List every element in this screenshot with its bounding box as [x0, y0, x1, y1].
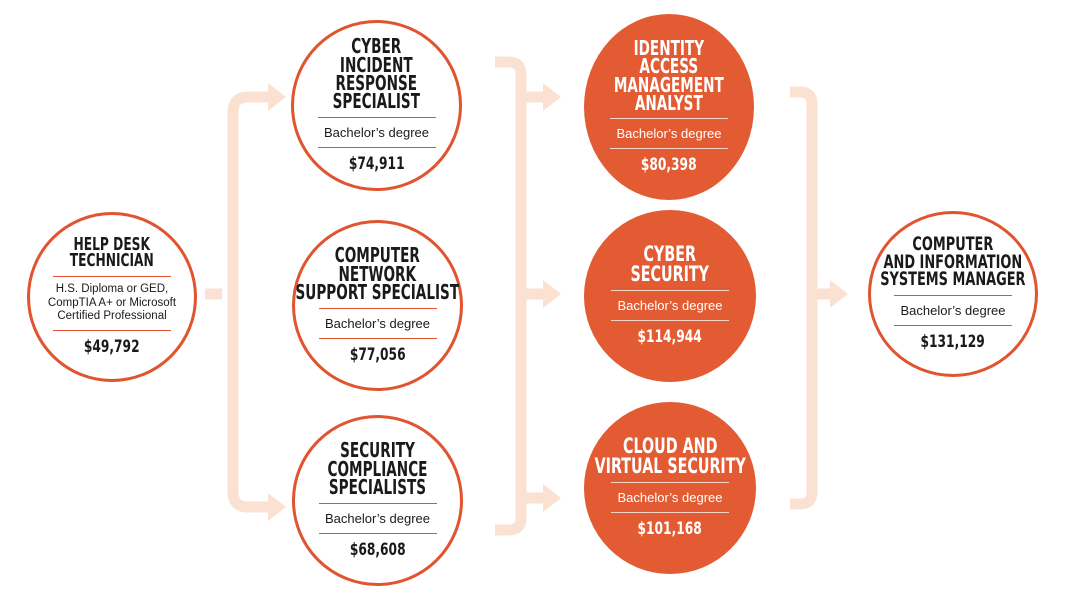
- node-salary: $74,911: [348, 153, 405, 174]
- node-salary: $101,168: [637, 518, 703, 539]
- node-degree: Bachelor’s degree: [324, 315, 431, 331]
- title-line: TECHNICIAN: [69, 250, 154, 272]
- node-salary: $77,056: [349, 344, 406, 365]
- title-line: RESPONSE: [335, 71, 418, 95]
- node-cloud-and-virtual-security: CLOUD AND VIRTUAL SECURITY Bachelor’s de…: [584, 402, 756, 574]
- node-computer-and-information-systems-manager: COMPUTER AND INFORMATION SYSTEMS MANAGER…: [868, 211, 1038, 377]
- divider: [318, 532, 437, 534]
- node-title: IDENTITY ACCESS MANAGEMENT ANALYST: [614, 35, 724, 115]
- divider: [611, 289, 729, 291]
- node-salary: $114,944: [637, 326, 703, 347]
- node-degree: Bachelor’s degree: [617, 297, 723, 313]
- node-title: COMPUTER AND INFORMATION SYSTEMS MANAGER: [880, 233, 1026, 291]
- node-title: CYBER SECURITY: [630, 242, 710, 286]
- divider: [894, 324, 1012, 326]
- divider: [318, 502, 437, 504]
- arrowhead-3: [543, 83, 561, 111]
- bracket-level3-manager: [790, 86, 832, 510]
- title-line: SECURITY: [630, 261, 710, 286]
- divider: [53, 330, 171, 332]
- node-computer-network-support-specialist: COMPUTER NETWORK SUPPORT SPECIALIST Bach…: [292, 220, 463, 391]
- node-degree: H.S. Diploma or GED, CompTIA A+ or Micro…: [47, 282, 177, 323]
- divider: [611, 319, 729, 321]
- title-line: COMPUTER: [912, 233, 994, 256]
- divider: [318, 307, 437, 309]
- title-line: CYBER: [643, 242, 697, 267]
- node-title: CYBER INCIDENT RESPONSE SPECIALIST: [332, 34, 421, 114]
- node-degree: Bachelor’s degree: [616, 126, 722, 142]
- node-degree: Bachelor’s degree: [900, 302, 1006, 318]
- divider: [894, 294, 1012, 296]
- title-line: ANALYST: [635, 90, 703, 115]
- divider: [53, 275, 171, 277]
- title-line: SPECIALISTS: [328, 475, 427, 500]
- title-line: VIRTUAL SECURITY: [594, 453, 746, 478]
- node-degree: Bachelor’s degree: [617, 489, 723, 505]
- arrowhead-6: [830, 280, 848, 308]
- title-line: SECURITY: [340, 438, 415, 463]
- node-salary: $80,398: [641, 155, 697, 176]
- title-line: CLOUD AND: [622, 434, 718, 459]
- title-line: MANAGEMENT: [614, 72, 724, 97]
- node-salary: $131,129: [920, 331, 986, 352]
- title-line: SPECIALIST: [332, 89, 421, 114]
- title-line: COMPLIANCE: [327, 456, 428, 481]
- node-security-compliance-specialists: SECURITY COMPLIANCE SPECIALISTS Bachelor…: [292, 415, 463, 586]
- node-cyber-security: CYBER SECURITY Bachelor’s degree $114,94…: [584, 210, 756, 382]
- title-line: HELP DESK: [73, 233, 151, 255]
- divider: [610, 118, 728, 120]
- node-help-desk-technician: HELP DESK TECHNICIAN H.S. Diploma or GED…: [27, 212, 197, 382]
- title-line: ACCESS: [639, 54, 699, 79]
- title-line: IDENTITY: [633, 35, 705, 60]
- divider: [610, 148, 728, 150]
- node-identity-access-management-analyst: IDENTITY ACCESS MANAGEMENT ANALYST Bache…: [584, 14, 754, 200]
- node-title: HELP DESK TECHNICIAN: [69, 233, 154, 272]
- divider: [611, 481, 729, 483]
- node-title: SECURITY COMPLIANCE SPECIALISTS: [327, 438, 428, 500]
- node-salary: $49,792: [84, 337, 140, 358]
- arrowhead-1: [268, 83, 286, 111]
- node-degree: Bachelor’s degree: [324, 510, 431, 526]
- title-line: INCIDENT: [340, 52, 413, 77]
- arrowhead-2: [268, 493, 286, 521]
- bracket-level2-level3: [495, 56, 545, 536]
- divider: [318, 337, 437, 339]
- title-line: COMPUTER: [334, 243, 421, 268]
- title-line: AND INFORMATION: [883, 250, 1023, 273]
- node-title: COMPUTER NETWORK SUPPORT SPECIALIST: [295, 243, 460, 305]
- divider: [317, 146, 436, 148]
- title-line: CYBER: [351, 34, 402, 59]
- title-line: SYSTEMS MANAGER: [880, 268, 1026, 291]
- bracket-help-desk: [205, 91, 270, 513]
- node-cyber-incident-response-specialist: CYBER INCIDENT RESPONSE SPECIALIST Bache…: [291, 20, 462, 191]
- title-line: SUPPORT SPECIALIST: [295, 280, 460, 305]
- node-salary: $68,608: [349, 539, 406, 560]
- arrowhead-5: [543, 484, 561, 512]
- node-degree: Bachelor’s degree: [323, 124, 430, 140]
- divider: [611, 511, 729, 513]
- divider: [317, 116, 436, 118]
- arrowhead-4: [543, 280, 561, 308]
- node-title: CLOUD AND VIRTUAL SECURITY: [594, 434, 746, 478]
- title-line: NETWORK: [338, 261, 417, 286]
